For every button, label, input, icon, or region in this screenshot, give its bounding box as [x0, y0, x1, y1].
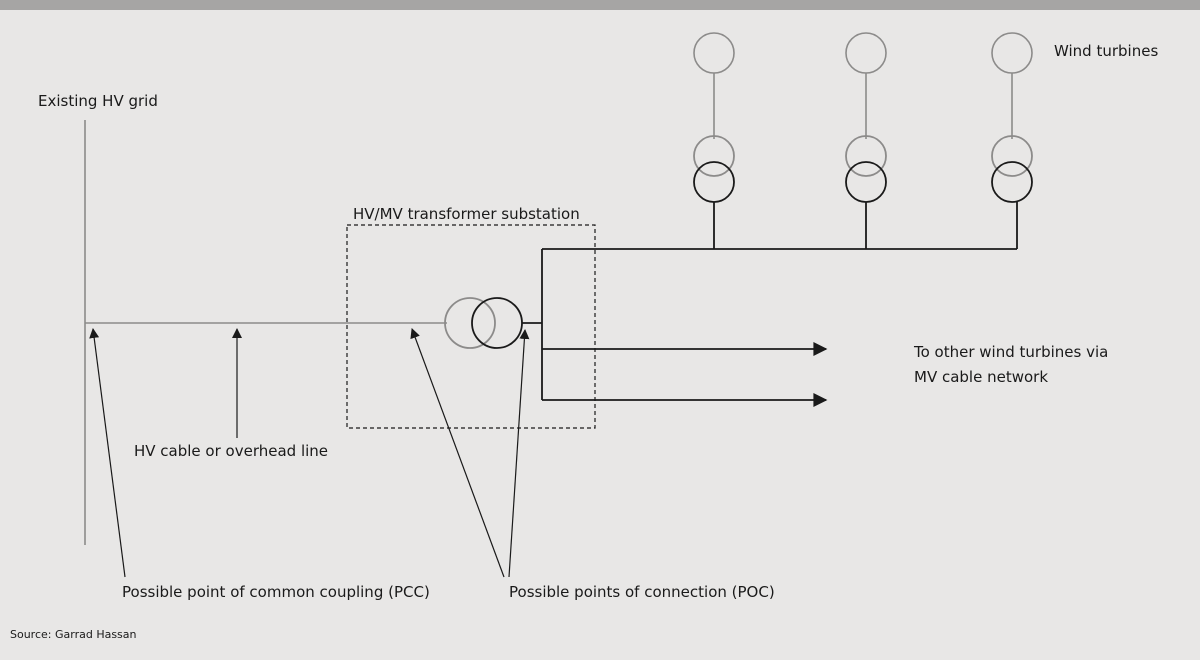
existing-grid-label: Existing HV grid — [38, 92, 158, 110]
pcc-label: Possible point of common coupling (PCC) — [122, 583, 430, 601]
top-bar — [0, 0, 1200, 10]
substation-transformer-mv-winding — [471, 297, 523, 349]
wind-turbine-1 — [693, 32, 735, 249]
wind-turbine-3 — [991, 32, 1033, 249]
poc-mv-pointer-arrow — [508, 329, 530, 578]
turbine-generator-icon — [693, 32, 735, 74]
pcc-pointer-arrow — [89, 328, 126, 578]
turbine-generator-icon — [845, 32, 887, 74]
substation-transformer-hv-winding — [444, 297, 496, 349]
turbine-transformer-lv-winding — [845, 135, 887, 177]
poc-hv-pointer-arrow — [410, 328, 505, 578]
wind-turbines-label: Wind turbines — [1054, 42, 1158, 60]
other-turbines-label-line1: To other wind turbines via — [913, 343, 1108, 361]
wind-turbine-2 — [845, 32, 887, 249]
source-caption: Source: Garrad Hassan — [10, 628, 137, 641]
turbine-generator-icon — [991, 32, 1033, 74]
other-turbines-label-line2: MV cable network — [914, 368, 1048, 386]
turbine-transformer-lv-winding — [991, 135, 1033, 177]
poc-label: Possible points of connection (POC) — [509, 583, 775, 601]
substation-box — [346, 224, 596, 429]
substation-label: HV/MV transformer substation — [353, 205, 580, 223]
turbine-transformer-mv-winding — [991, 161, 1033, 203]
turbine-transformer-mv-winding — [693, 161, 735, 203]
turbine-transformer-lv-winding — [693, 135, 735, 177]
turbine-transformer-mv-winding — [845, 161, 887, 203]
hv-line-label: HV cable or overhead line — [134, 442, 328, 460]
